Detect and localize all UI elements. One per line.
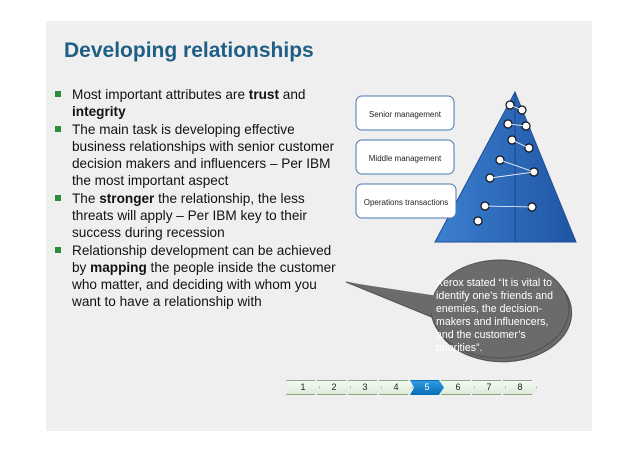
pager-page-5-active[interactable]: 5 bbox=[410, 380, 444, 395]
pyramid-level-boxes bbox=[355, 95, 457, 219]
slide-pager: 1 2 3 4 5 6 7 8 bbox=[286, 380, 537, 395]
bullet-square-icon bbox=[55, 247, 61, 253]
callout-text: Xerox stated “It is vital to identify on… bbox=[436, 277, 554, 354]
bullet-list: Most important attributes are trust and … bbox=[52, 86, 342, 311]
bullet-bold-text: stronger bbox=[99, 191, 155, 206]
pager-page-4[interactable]: 4 bbox=[379, 380, 413, 395]
bullet-bold-text: mapping bbox=[90, 260, 147, 275]
organization-pyramid: Senior management Middle management Oper… bbox=[355, 90, 577, 243]
bullet-square-icon bbox=[55, 195, 61, 201]
bullet-text: Relationship development can be achieved… bbox=[72, 243, 332, 275]
pager-page-1[interactable]: 1 bbox=[286, 380, 320, 395]
bullet-text: and bbox=[279, 87, 306, 102]
bullet-square-icon bbox=[55, 91, 61, 97]
bullet-text: the people inside the customer who matte… bbox=[72, 260, 336, 309]
bullet-item: The stronger the relationship, the less … bbox=[52, 190, 342, 241]
pyramid-shape bbox=[434, 90, 577, 243]
pager-page-6[interactable]: 6 bbox=[441, 380, 475, 395]
pager-page-7[interactable]: 7 bbox=[472, 380, 506, 395]
bullet-text: the relationship, the less threats will … bbox=[72, 191, 307, 240]
level-label-senior: Senior management bbox=[369, 110, 442, 119]
slide-title: Developing relationships bbox=[64, 39, 314, 62]
pager-page-8[interactable]: 8 bbox=[503, 380, 537, 395]
bullet-item: Most important attributes are trust and … bbox=[52, 86, 342, 120]
pager-page-3[interactable]: 3 bbox=[348, 380, 382, 395]
pyramid-connector-lines bbox=[484, 104, 535, 208]
bullet-text: The bbox=[72, 191, 100, 206]
bullet-item: The main task is developing effective bu… bbox=[52, 121, 342, 189]
pager-page-2[interactable]: 2 bbox=[317, 380, 351, 395]
level-label-operations: Operations transactions bbox=[364, 198, 449, 207]
bullet-bold-text: trust bbox=[248, 87, 280, 102]
bullet-item: Relationship development can be achieved… bbox=[52, 242, 342, 310]
level-label-middle: Middle management bbox=[369, 154, 442, 163]
bullet-text: The main task is developing effective bu… bbox=[72, 122, 335, 188]
bullet-square-icon bbox=[55, 126, 61, 132]
bullet-text: Most important attributes are bbox=[72, 87, 249, 102]
bullet-bold-text: integrity bbox=[72, 104, 126, 119]
